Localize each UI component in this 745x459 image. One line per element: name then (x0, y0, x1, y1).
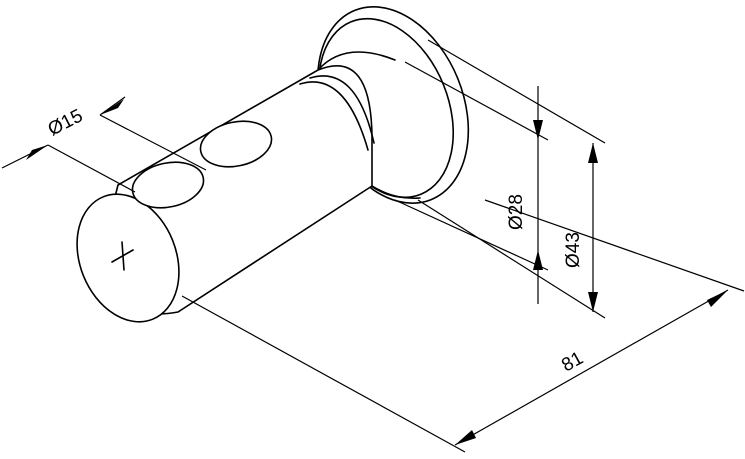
label-d43: Ø43 (563, 232, 584, 268)
center-mark (111, 241, 134, 271)
dimension-d43 (417, 39, 606, 319)
dimension-d15 (1, 96, 207, 193)
label-d15: Ø15 (45, 105, 87, 140)
dimension-length (181, 199, 745, 453)
cross-holes (131, 120, 273, 209)
dimension-d28 (394, 61, 549, 304)
hole-front (131, 161, 205, 209)
hole-rear (199, 120, 273, 168)
shaft-body (76, 51, 421, 323)
label-d28: Ø28 (506, 194, 527, 230)
